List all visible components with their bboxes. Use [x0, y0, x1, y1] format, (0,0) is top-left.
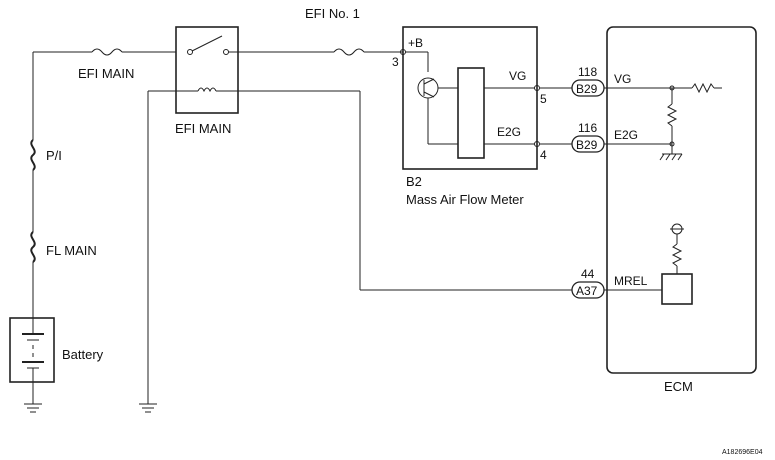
label-efi-no1: EFI No. 1: [305, 6, 360, 21]
label-conn-b29-vg: B29: [576, 82, 598, 96]
efi-main-fuse: [91, 48, 123, 56]
meter-sensor-block: [457, 67, 485, 159]
label-plus-b: +B: [408, 36, 423, 50]
label-conn-b29-e2g: B29: [576, 138, 598, 152]
label-b2: B2: [406, 174, 422, 189]
pi-fusible-link: [30, 139, 36, 171]
label-efi-main-fuse: EFI MAIN: [78, 66, 134, 81]
label-ecm: ECM: [664, 379, 693, 394]
meter-transistor-emitter: [423, 91, 435, 98]
label-conn-a37: A37: [576, 284, 598, 298]
label-meter-e2g: E2G: [497, 125, 521, 139]
relay-coil: [197, 87, 217, 93]
ecm-chassis-hatch-1: [659, 153, 665, 161]
efi-no1-fuse: [333, 48, 365, 56]
label-ecm-e2g: E2G: [614, 128, 638, 142]
label-pin-116: 116: [578, 121, 597, 135]
ecm-chassis-hatch-4: [677, 153, 683, 161]
ecm-box: [606, 26, 757, 374]
ecm-mrel-resistor: [671, 243, 683, 267]
label-pin-3: 3: [392, 55, 399, 69]
label-pi: P/I: [46, 148, 62, 163]
label-pin-5: 5: [540, 92, 547, 106]
ecm-vg-drop-resistor: [666, 103, 678, 127]
label-battery: Battery: [62, 347, 104, 362]
fl-main-fusible-link: [30, 231, 36, 263]
battery-box: [9, 317, 55, 383]
ecm-chassis-hatch-2: [665, 153, 671, 161]
label-ecm-mrel: MREL: [614, 274, 648, 288]
relay-switch-arm: [191, 35, 223, 52]
label-pin-118: 118: [578, 65, 597, 79]
label-pin-4: 4: [540, 148, 547, 162]
meter-terminal-vg: [534, 85, 540, 91]
label-fl-main: FL MAIN: [46, 243, 97, 258]
label-ecm-vg: VG: [614, 72, 631, 86]
ecm-chassis-hatch-3: [671, 153, 677, 161]
relay-contact-left: [187, 49, 193, 55]
figure-code: A182696E04: [722, 449, 763, 456]
label-pin-44: 44: [581, 267, 595, 281]
meter-terminal-e2g: [534, 141, 540, 147]
efi-main-relay-box: [175, 26, 239, 114]
label-meter-vg: VG: [509, 69, 526, 83]
label-efi-main-relay: EFI MAIN: [175, 121, 231, 136]
label-mass-air-flow-meter: Mass Air Flow Meter: [406, 192, 524, 207]
meter-transistor-collector: [423, 78, 435, 85]
ecm-mrel-driver-box: [661, 273, 693, 305]
ecm-vg-pullup-resistor: [691, 82, 715, 94]
